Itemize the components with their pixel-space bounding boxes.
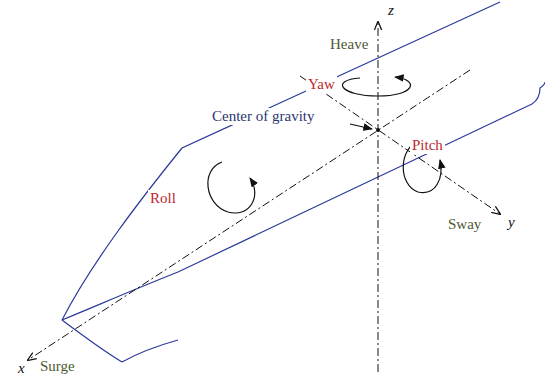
gravity-point (376, 128, 380, 132)
axis-letter: z (386, 2, 396, 19)
motion-label: Pitch (410, 137, 445, 154)
axes (28, 22, 500, 372)
axis-letter: x (16, 360, 27, 377)
hull-outline (62, 2, 545, 362)
rotation-arrows (208, 77, 441, 213)
motion-label: Roll (148, 190, 178, 207)
motion-label: Sway (446, 216, 483, 233)
motion-label: Yaw (306, 76, 337, 93)
motion-label: Surge (38, 358, 77, 375)
axis-letter: y (506, 214, 517, 231)
motion-label: Heave (328, 36, 370, 53)
point-label: Center of gravity (210, 108, 316, 125)
